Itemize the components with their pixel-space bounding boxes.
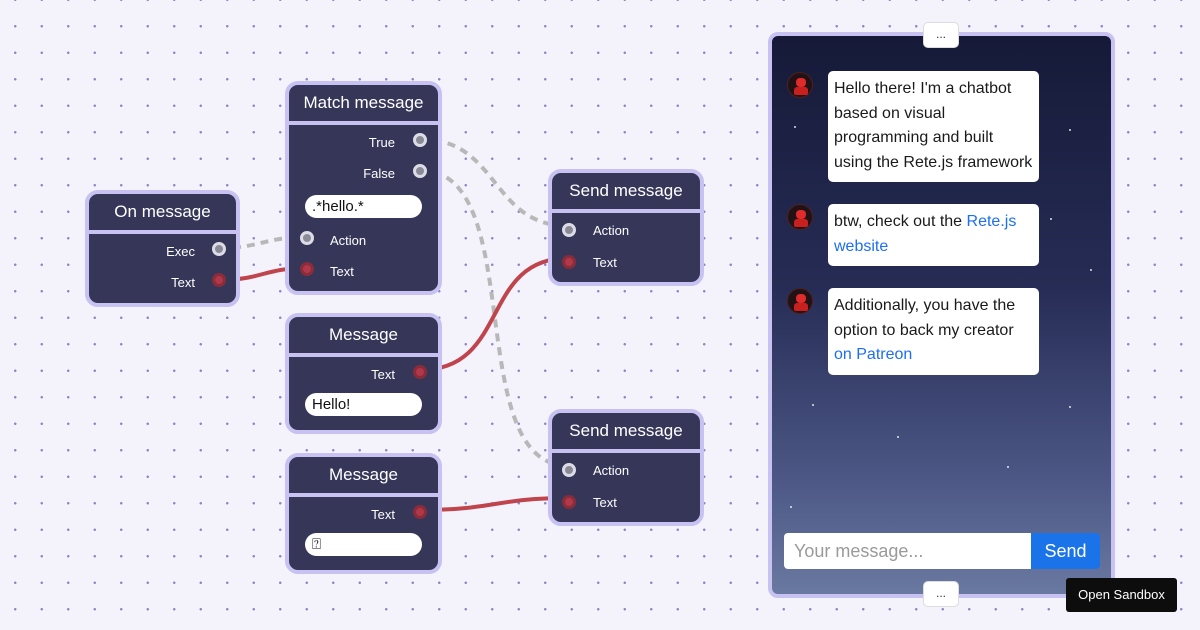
input-socket-action[interactable] (300, 231, 314, 245)
chat-top-resize-button[interactable]: ... (923, 22, 959, 48)
output-socket-text[interactable] (413, 365, 427, 379)
node-title: Message (289, 457, 438, 497)
message-text-input[interactable]: Hello! (305, 393, 422, 416)
star (1069, 406, 1071, 408)
bot-avatar-icon (787, 288, 813, 314)
star (1050, 218, 1052, 220)
send-button[interactable]: Send (1031, 533, 1100, 569)
input-label-action: Action (593, 463, 630, 478)
output-socket-text[interactable] (212, 273, 226, 287)
star (1069, 129, 1071, 131)
node-send-message[interactable]: Send message Action Text (548, 409, 704, 526)
rete-website-link[interactable]: Rete.js website (834, 213, 1017, 255)
bot-avatar-icon (787, 204, 813, 230)
regex-input[interactable]: .*hello.* (305, 195, 422, 218)
chat-message: Additionally, you have the option to bac… (828, 288, 1039, 375)
output-label-text: Text (371, 507, 395, 522)
message-text-input[interactable]: ⍰ (305, 533, 422, 556)
node-match-message[interactable]: Match message True False .*hello.* Actio… (285, 81, 442, 295)
output-socket-exec[interactable] (212, 242, 226, 256)
node-message[interactable]: Message Text Hello! (285, 313, 442, 434)
node-title: Send message (552, 173, 700, 213)
open-sandbox-button[interactable]: Open Sandbox (1066, 578, 1177, 612)
output-socket-true[interactable] (413, 133, 427, 147)
input-socket-text[interactable] (300, 262, 314, 276)
output-socket-text[interactable] (413, 505, 427, 519)
node-title: Match message (289, 85, 438, 125)
message-2-text-connection (419, 496, 570, 512)
input-label-action: Action (330, 233, 367, 248)
node-message[interactable]: Message Text ⍰ (285, 453, 442, 574)
input-label-text: Text (593, 495, 617, 510)
false-connection (419, 168, 570, 468)
node-title: On message (89, 194, 236, 234)
chat-message-text: btw, check out the (834, 213, 967, 230)
star (790, 506, 792, 508)
bot-avatar-icon (787, 72, 813, 98)
true-connection (419, 137, 570, 228)
output-socket-false[interactable] (413, 164, 427, 178)
input-socket-text[interactable] (562, 255, 576, 269)
node-title: Message (289, 317, 438, 357)
star (897, 436, 899, 438)
chat-message: btw, check out the Rete.js website (828, 204, 1039, 266)
input-socket-text[interactable] (562, 495, 576, 509)
output-label-text: Text (171, 275, 195, 290)
message-1-text-connection (419, 256, 570, 372)
output-label-false: False (363, 166, 395, 181)
chat-panel: Hello there! I'm a chatbot based on visu… (768, 32, 1115, 598)
star (812, 404, 814, 406)
node-send-message[interactable]: Send message Action Text (548, 169, 704, 286)
output-label-exec: Exec (166, 244, 195, 259)
chat-message-input[interactable] (784, 533, 1031, 569)
chat-message: Hello there! I'm a chatbot based on visu… (828, 71, 1039, 182)
input-socket-action[interactable] (562, 463, 576, 477)
node-on-message[interactable]: On message Exec Text (85, 190, 240, 307)
input-label-action: Action (593, 223, 630, 238)
node-title: Send message (552, 413, 700, 453)
star (1090, 269, 1092, 271)
chat-message-text: Hello there! I'm a chatbot based on visu… (834, 80, 1033, 171)
input-label-text: Text (330, 264, 354, 279)
star (1007, 466, 1009, 468)
output-label-text: Text (371, 367, 395, 382)
star (794, 126, 796, 128)
chat-bottom-resize-button[interactable]: ... (923, 581, 959, 607)
patreon-link[interactable]: on Patreon (834, 346, 913, 363)
input-label-text: Text (593, 255, 617, 270)
output-label-true: True (368, 135, 395, 150)
chat-message-text: Additionally, you have the option to bac… (834, 297, 1016, 339)
input-socket-action[interactable] (562, 223, 576, 237)
